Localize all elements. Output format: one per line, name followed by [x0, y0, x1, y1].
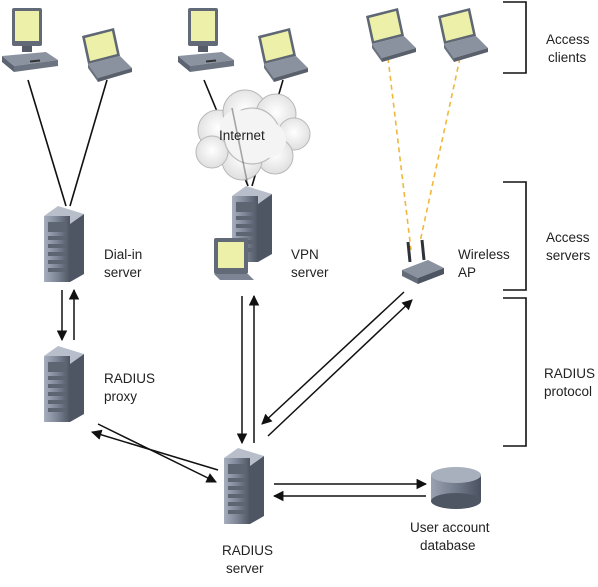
- access-servers-label-1: Access: [546, 230, 590, 245]
- link-desktop1-dialin: [27, 79, 67, 207]
- radius-protocol-label-1: RADIUS: [544, 366, 595, 381]
- link-laptop1-dialin: [69, 79, 108, 207]
- bracket-radius-protocol: [503, 297, 527, 447]
- radius-proxy: [44, 346, 84, 422]
- wireless-access-point: [402, 239, 444, 284]
- access-clients-label-1: Access: [546, 32, 590, 47]
- laptop-wireless-1: [366, 8, 416, 62]
- internet-label: Internet: [219, 128, 265, 143]
- desktop-computer-dialin: [2, 8, 58, 72]
- wireless-link-laptop3-ap: [387, 57, 412, 251]
- access-servers-label-2: servers: [546, 248, 591, 263]
- bracket-access-servers: [503, 181, 527, 291]
- vpn-server: [214, 186, 272, 280]
- vpn-server-label-1: VPN: [291, 247, 319, 262]
- wireless-ap-label-1: Wireless: [458, 247, 510, 262]
- bracket-access-clients: [503, 1, 527, 74]
- laptop-vpn: [258, 28, 308, 82]
- laptop-wireless-2: [438, 8, 488, 62]
- arrow-ap-to-radius: [261, 291, 405, 425]
- radius-proxy-label-1: RADIUS: [104, 371, 155, 386]
- wireless-link-laptop4-ap: [419, 57, 461, 243]
- dialin-server: [44, 206, 84, 282]
- radius-protocol-label-2: protocol: [544, 384, 592, 399]
- laptop-dialin: [82, 28, 132, 82]
- arrow-radius-to-ap: [267, 299, 413, 437]
- radius-proxy-label-2: proxy: [104, 389, 137, 404]
- arrow-proxy-to-radius: [97, 423, 217, 483]
- link-through-cloud-a: [231, 107, 249, 187]
- access-clients-label-2: clients: [548, 50, 587, 65]
- vpn-server-label-2: server: [291, 265, 329, 280]
- user-db-label-2: database: [420, 538, 476, 553]
- internet-cloud: [195, 89, 311, 181]
- arrow-radius-to-proxy: [90, 429, 219, 471]
- dialin-server-label-1: Dial-in: [104, 247, 142, 262]
- radius-server: [224, 448, 264, 524]
- desktop-computer-vpn: [178, 8, 234, 72]
- user-account-database: [431, 467, 481, 509]
- radius-server-label-1: RADIUS: [222, 543, 273, 558]
- user-db-label-1: User account: [410, 520, 490, 535]
- radius-server-label-2: server: [226, 561, 264, 576]
- wireless-ap-label-2: AP: [458, 265, 476, 280]
- dialin-server-label-2: server: [104, 265, 142, 280]
